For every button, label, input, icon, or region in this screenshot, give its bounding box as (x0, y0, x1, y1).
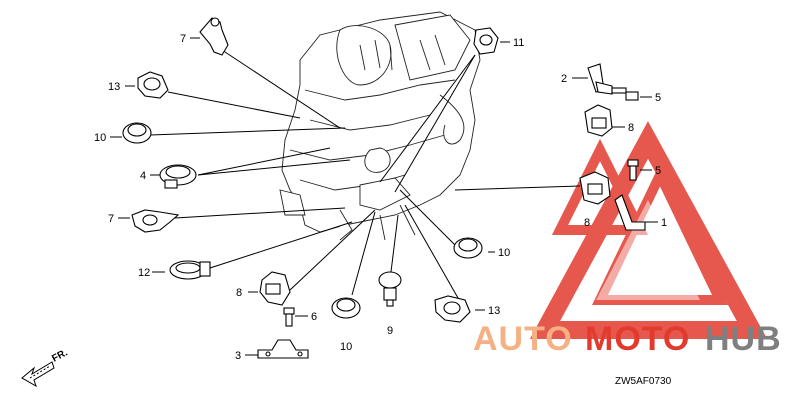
watermark-word-moto: MOTO (585, 320, 690, 358)
callout-6: 6 (311, 311, 317, 323)
watermark-word-auto: AUTO (473, 320, 573, 358)
callout-7-top: 7 (180, 33, 186, 45)
clip-9-icon (378, 271, 402, 307)
callout-13-left: 13 (108, 81, 120, 93)
callout-8-right-bottom: 8 (584, 217, 590, 229)
callout-9: 9 (387, 325, 393, 337)
bracket-2-icon (587, 63, 613, 95)
callout-8-right-top: 8 (628, 122, 634, 134)
callout-10-right: 10 (498, 247, 510, 259)
bracket-1-icon (614, 194, 646, 231)
callout-2: 2 (561, 73, 567, 85)
clamp-10-left-icon (122, 122, 152, 144)
callout-3: 3 (235, 350, 241, 362)
front-direction-label: FR. (50, 347, 70, 364)
watermark-word-hub: HUB (705, 320, 782, 358)
callout-11: 11 (513, 37, 524, 49)
band-12-icon (169, 260, 211, 280)
clip-13-left-icon (137, 71, 169, 99)
bolt-5-mid-icon (627, 159, 639, 181)
callout-5-mid: 5 (655, 165, 661, 177)
clip-7-left-icon (131, 209, 180, 233)
leader-lines (110, 37, 658, 356)
callout-12: 12 (138, 267, 150, 279)
clamp-10-bottom-icon (331, 297, 361, 319)
bolt-5-top-icon (611, 87, 639, 101)
clip-7-top-icon (199, 17, 229, 56)
callout-10-bottom: 10 (340, 341, 352, 353)
engine-block (279, 11, 481, 241)
clip-8-right-bottom-icon (579, 171, 611, 205)
clip-8-right-top-icon (584, 104, 613, 137)
callout-8-left: 8 (236, 287, 242, 299)
bolt-6-icon (283, 307, 295, 327)
bracket-3-icon (257, 339, 309, 359)
callout-10-left: 10 (94, 132, 106, 144)
front-direction-arrow-icon (21, 361, 55, 388)
clip-11-icon (473, 27, 499, 55)
callout-13-right: 13 (488, 305, 500, 317)
watermark-logo-icon (529, 121, 768, 339)
band-4-icon (159, 164, 197, 189)
callout-1: 1 (661, 217, 667, 229)
callout-4: 4 (140, 170, 146, 182)
watermark-wordmark: AUTO MOTO HUB (473, 320, 782, 358)
callout-7-left: 7 (108, 213, 114, 225)
diagram-code: ZW5AF0730 (615, 376, 672, 387)
clamp-10-right-icon (453, 237, 483, 259)
clip-13-right-icon (434, 295, 471, 323)
clip-8-left-icon (259, 271, 291, 306)
callout-5-top: 5 (655, 92, 661, 104)
